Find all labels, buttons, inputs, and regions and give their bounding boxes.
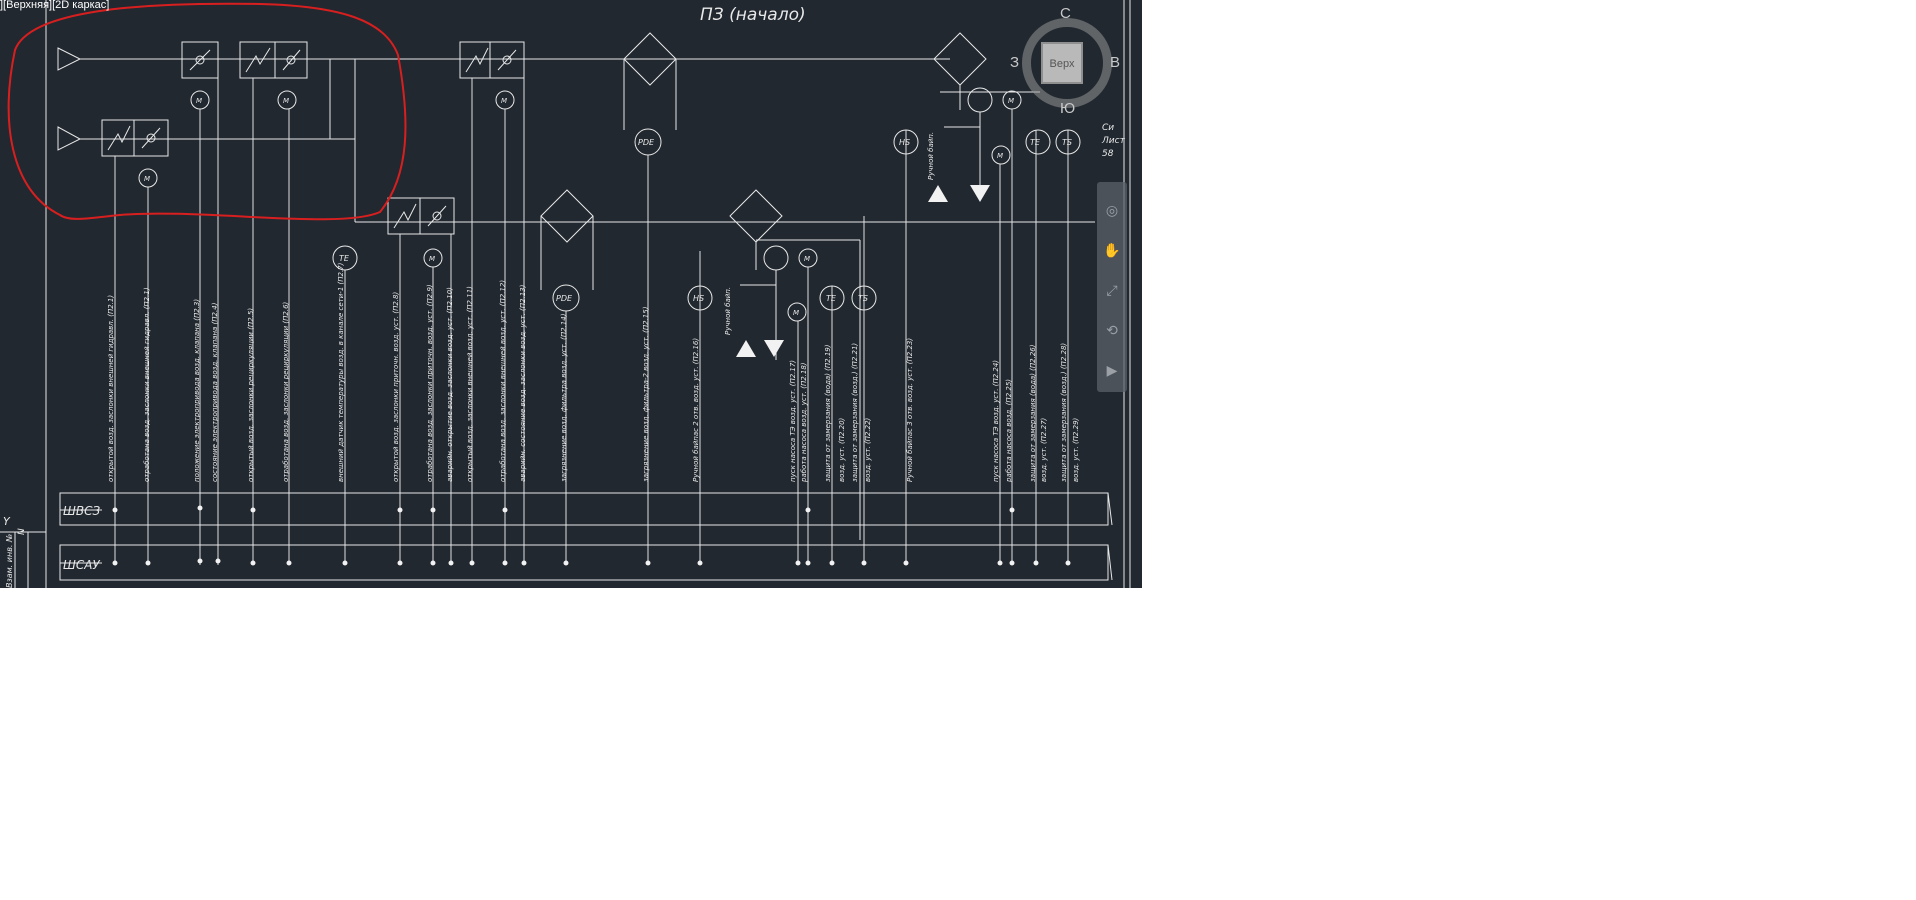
svg-text:TE: TE [339,254,350,263]
steering-wheel-icon[interactable]: ◎ [1105,203,1119,219]
drawing-viewport[interactable]: ][Верхняя][2D каркас] [0,0,1142,588]
viewcube-south[interactable]: Ю [1060,100,1076,117]
viewcube-west[interactable]: З [1010,54,1020,71]
svg-text:HS: HS [899,138,910,147]
signal-label: защита от замерзания (вода) (П2.26) [1029,344,1037,482]
svg-text:N: N [17,528,27,535]
svg-text:Ручной байп.: Ручной байп. [927,132,935,180]
damper-box [489,41,525,79]
svg-text:M: M [196,97,202,105]
signal-label: открытый возд. заслонки рециркуляции (П2… [247,308,255,482]
signal-label-group: открытой возд. заслонки внешней гидравл.… [107,262,1080,483]
signal-label: возд. уст. (П2.20) [838,417,846,482]
viewcube-ring[interactable] [1022,18,1112,108]
svg-text:HS: HS [693,294,704,303]
schematic-drawing[interactable]: ПЗ (начало) Си Лист 58 ШВСЗ ШСАУ M M M M… [0,0,1142,588]
signal-label: пуск насоса ТЭ возд. уст. (П2.17) [789,360,797,482]
svg-text:Ручной байп.: Ручной байп. [724,287,732,335]
signal-label: аварийн. открытие возд. заслонки возд. у… [446,287,454,482]
svg-text:Взам. инв. №: Взам. инв. № [5,534,14,588]
signal-label: Ручной байпас 3 отв. возд. уст. (П2.23) [906,338,914,482]
svg-text:TE: TE [826,294,837,303]
signal-label: отработана возд. заслонки рециркуляции (… [282,301,290,482]
signal-label: аварийн. состояние возд. заслонки возд. … [519,284,527,482]
orbit-icon[interactable]: ⟲ [1106,323,1118,339]
signal-label: открытой возд. заслонки приточн. возд. у… [392,292,400,482]
viewport-label[interactable]: ][Верхняя][2D каркас] [0,0,110,11]
filter-symbol [623,32,677,86]
showmotion-icon[interactable]: ▶ [1106,363,1118,379]
sheet-text-3: 58 [1102,149,1114,159]
bus-shvsz [59,492,1109,526]
viewcube-north[interactable]: С [1060,5,1071,22]
damper-box [181,41,219,79]
ucs-y: Y [3,515,11,528]
intake-triangle [57,126,82,151]
filter-symbol [540,189,594,243]
svg-text:M: M [283,97,289,105]
drawing-title: ПЗ (начало) [700,5,806,25]
pan-icon[interactable]: ✋ [1103,243,1121,259]
damper-box [459,41,491,79]
damper-box [133,119,169,157]
viewcube-top-face[interactable]: Верх [1041,42,1083,84]
svg-text:M: M [501,97,507,105]
signal-label: состояние электропривода возд. клапана (… [211,302,219,482]
viewcube[interactable]: С Ю З В Верх [1010,5,1130,118]
intake-triangle [57,47,82,71]
sheet-text-2: Лист [1101,136,1126,146]
signal-label: работа насоса возд. уст. (П2.18) [800,362,808,483]
svg-text:TS: TS [1062,138,1072,147]
svg-text:M: M [144,175,150,183]
signal-label: открытый возд. заслонки внешней возд. ус… [466,286,474,482]
sheet-text-1: Си [1102,123,1114,133]
signal-label: открытой возд. заслонки внешней гидравл.… [107,295,115,482]
svg-text:PDE: PDE [556,294,573,303]
damper-box [101,119,135,157]
signal-label: отработана возд. заслонки внешней гидрав… [143,287,151,482]
signal-label: положение электропривода возд. клапана (… [193,299,201,482]
signal-label: внешний датчик температуры возд. в канал… [337,262,345,482]
svg-text:PDE: PDE [638,138,655,147]
signal-label: возд. уст. (П2.22) [864,417,872,482]
heater-symbol [729,189,783,243]
signal-label: защита от замерзания (возд.) (П2.28) [1060,343,1068,482]
red-highlight-loop [7,2,407,221]
svg-text:M: M [997,152,1003,160]
svg-text:TE: TE [1030,138,1041,147]
signal-label: работа насоса возд. (П2.25) [1005,379,1013,483]
signal-label: Ручной байпас 2 отв. возд. уст. (П2.16) [692,338,700,482]
damper-box [419,197,455,235]
signal-label: отработана возд. заслонки приточн. возд.… [426,284,434,482]
svg-text:M: M [793,309,799,317]
signal-label: загрязнение возд. фильтра возд. уст. (П2… [560,313,568,482]
damper-box [387,197,421,235]
frame-edge [1132,0,1142,588]
signal-label: пуск насоса ТЭ возд. уст. (П2.24) [992,360,1000,482]
pump-symbol [763,245,789,271]
signal-label: возд. уст. (П2.27) [1040,417,1048,482]
bus-label-shvsz: ШВСЗ [63,504,100,518]
svg-text:M: M [429,255,435,263]
svg-text:M: M [804,255,810,263]
svg-text:M: M [1008,97,1014,105]
zoom-icon[interactable]: ⤢ [1106,283,1118,299]
signal-label: защита от замерзания (вода) (П2.19) [824,344,832,482]
signal-label: возд. уст. (П2.29) [1072,417,1080,482]
signal-label: отработана возд. заслонки внешней возд. … [499,280,507,482]
viewcube-east[interactable]: В [1110,54,1121,71]
bus-label-shsau: ШСАУ [63,558,100,572]
svg-text:TS: TS [858,294,868,303]
signal-label: защита от замерзания (возд.) (П2.21) [851,343,859,482]
signal-label: загрязнение возд. фильтра-2 возд. уст. (… [642,306,650,482]
navigation-bar[interactable]: ◎ ✋ ⤢ ⟲ ▶ [1097,182,1127,392]
damper-box [274,41,308,79]
